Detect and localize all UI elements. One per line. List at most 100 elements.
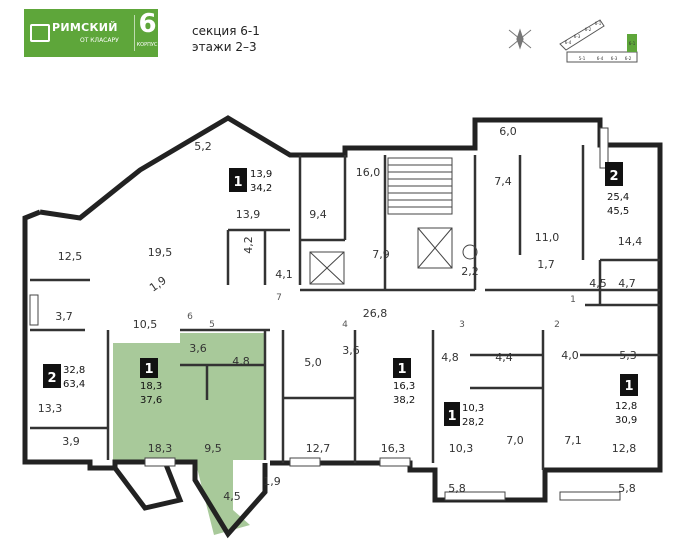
apartment-tag: 1 16,3 38,2 [393, 358, 415, 406]
room-area: 1,7 [537, 258, 555, 271]
apartment-total-area: 38,2 [393, 395, 415, 406]
room-area: 5,2 [194, 140, 212, 153]
door-number: 6 [187, 312, 193, 322]
room-area: 12,5 [58, 250, 83, 263]
room-area: 16,0 [356, 166, 381, 179]
apartment-living-area: 25,4 [607, 192, 629, 203]
brand-logo: РИМСКИЙ ОТ КЛАСАРУ 6 КОРПУС [24, 9, 158, 57]
room-area: 9,5 [204, 442, 222, 455]
room-area: 2,2 [461, 265, 479, 278]
logo-divider [134, 15, 135, 51]
room-area: 4,1 [275, 268, 293, 281]
door-number: 7 [276, 293, 282, 303]
key-label: 6-3 [611, 56, 618, 61]
building-number: 6 [138, 9, 157, 39]
room-area: 12,8 [612, 442, 637, 455]
apartment-rooms: 1 [447, 409, 456, 424]
apartment-tag: 2 32,8 63,4 [43, 364, 85, 390]
room-area: 7,4 [494, 175, 512, 188]
apartment-rooms: 1 [624, 379, 633, 394]
room-area: 3,6 [189, 342, 207, 355]
apartment-living-area: 12,8 [615, 401, 637, 412]
room-area: 4,0 [561, 349, 579, 362]
key-label: 6-2 [625, 56, 632, 61]
room-area: 3,6 [342, 344, 360, 357]
room-area: 16,3 [381, 442, 406, 455]
door-numbers: 7 6 5 4 3 2 1 [187, 293, 576, 330]
apartment-total-area: 34,2 [250, 183, 272, 194]
room-area: 4,4 [495, 351, 513, 364]
room-area: 10,3 [449, 442, 474, 455]
apartment-rooms: 2 [609, 169, 618, 184]
room-area: 4,8 [232, 355, 250, 368]
room-area: 4,2 [242, 236, 255, 254]
key-label: 6-2 [585, 27, 592, 32]
room-area: 14,4 [618, 235, 643, 248]
apartment-rooms: 1 [397, 362, 406, 377]
key-label: 6-4 [597, 56, 604, 61]
interior-walls [30, 145, 660, 470]
apartment-rooms: 2 [47, 371, 56, 386]
floors-label: этажи 2–3 [192, 40, 257, 54]
room-area: 5,0 [304, 356, 322, 369]
door-number: 4 [342, 320, 348, 330]
room-area: 5,3 [619, 349, 637, 362]
room-area: 26,8 [363, 307, 388, 320]
room-area: 4,5 [223, 490, 241, 503]
selected-apartment-fill [113, 333, 265, 535]
door-number: 2 [554, 320, 560, 330]
room-area: 7,0 [506, 434, 524, 447]
room-area: 11,0 [535, 231, 560, 244]
room-area: 1,9 [147, 274, 169, 295]
room-area: 13,3 [38, 402, 63, 415]
brand-name: РИМСКИЙ [52, 21, 118, 34]
apartment-living-area: 13,9 [250, 169, 272, 180]
section-label: секция 6-1 [192, 24, 260, 38]
building-word: КОРПУС [136, 42, 158, 48]
columns-icon [30, 24, 50, 42]
apartment-rooms: 1 [233, 175, 242, 190]
key-plan: 6-4 6-3 6-2 6-1 5-1 6-4 6-3 6-2 6-1 [559, 19, 638, 63]
compass-icon [508, 28, 532, 50]
room-area: 5,8 [448, 482, 466, 495]
room-area: 13,9 [236, 208, 261, 221]
room-area: 3,7 [55, 310, 73, 323]
room-area: 4,7 [618, 277, 636, 290]
room-area: 19,5 [148, 246, 173, 259]
apartment-living-area: 16,3 [393, 381, 415, 392]
room-labels: 5,2 13,9 9,4 16,0 6,0 7,4 12,5 19,5 4,2 … [38, 125, 643, 503]
windows [29, 127, 621, 501]
apartment-total-area: 30,9 [615, 415, 637, 426]
key-label: 6-4 [565, 40, 572, 45]
stair-core [309, 157, 478, 285]
room-area: 18,3 [148, 442, 173, 455]
room-area: 4,8 [441, 351, 459, 364]
room-area: 10,5 [133, 318, 158, 331]
room-area: 4,5 [589, 277, 607, 290]
brand-sub: ОТ КЛАСАРУ [80, 37, 119, 44]
door-number: 1 [570, 295, 576, 305]
apartment-tag: 1 13,9 34,2 [229, 168, 272, 194]
room-area: 7,1 [564, 434, 582, 447]
apartment-living-area: 18,3 [140, 381, 162, 392]
room-area: 12,7 [306, 442, 331, 455]
apartment-total-area: 63,4 [63, 379, 85, 390]
room-area: 3,9 [62, 435, 80, 448]
apartment-tag: 1 10,3 28,2 [444, 402, 484, 428]
key-label: 5-1 [579, 56, 586, 61]
apartment-total-area: 37,6 [140, 395, 162, 406]
room-area: 6,0 [499, 125, 517, 138]
room-area: 9,4 [309, 208, 327, 221]
door-number: 3 [459, 320, 465, 330]
key-label: 6-3 [574, 34, 581, 39]
apartment-living-area: 32,8 [63, 365, 85, 376]
room-area: 5,8 [618, 482, 636, 495]
apartment-total-area: 28,2 [462, 417, 484, 428]
apartment-rooms: 1 [144, 362, 153, 377]
key-plan-current-section [627, 34, 637, 52]
apartment-living-area: 10,3 [462, 403, 484, 414]
apartment-tag: 1 12,8 30,9 [615, 374, 638, 426]
apartment-tag: 2 25,4 45,5 [605, 162, 629, 217]
